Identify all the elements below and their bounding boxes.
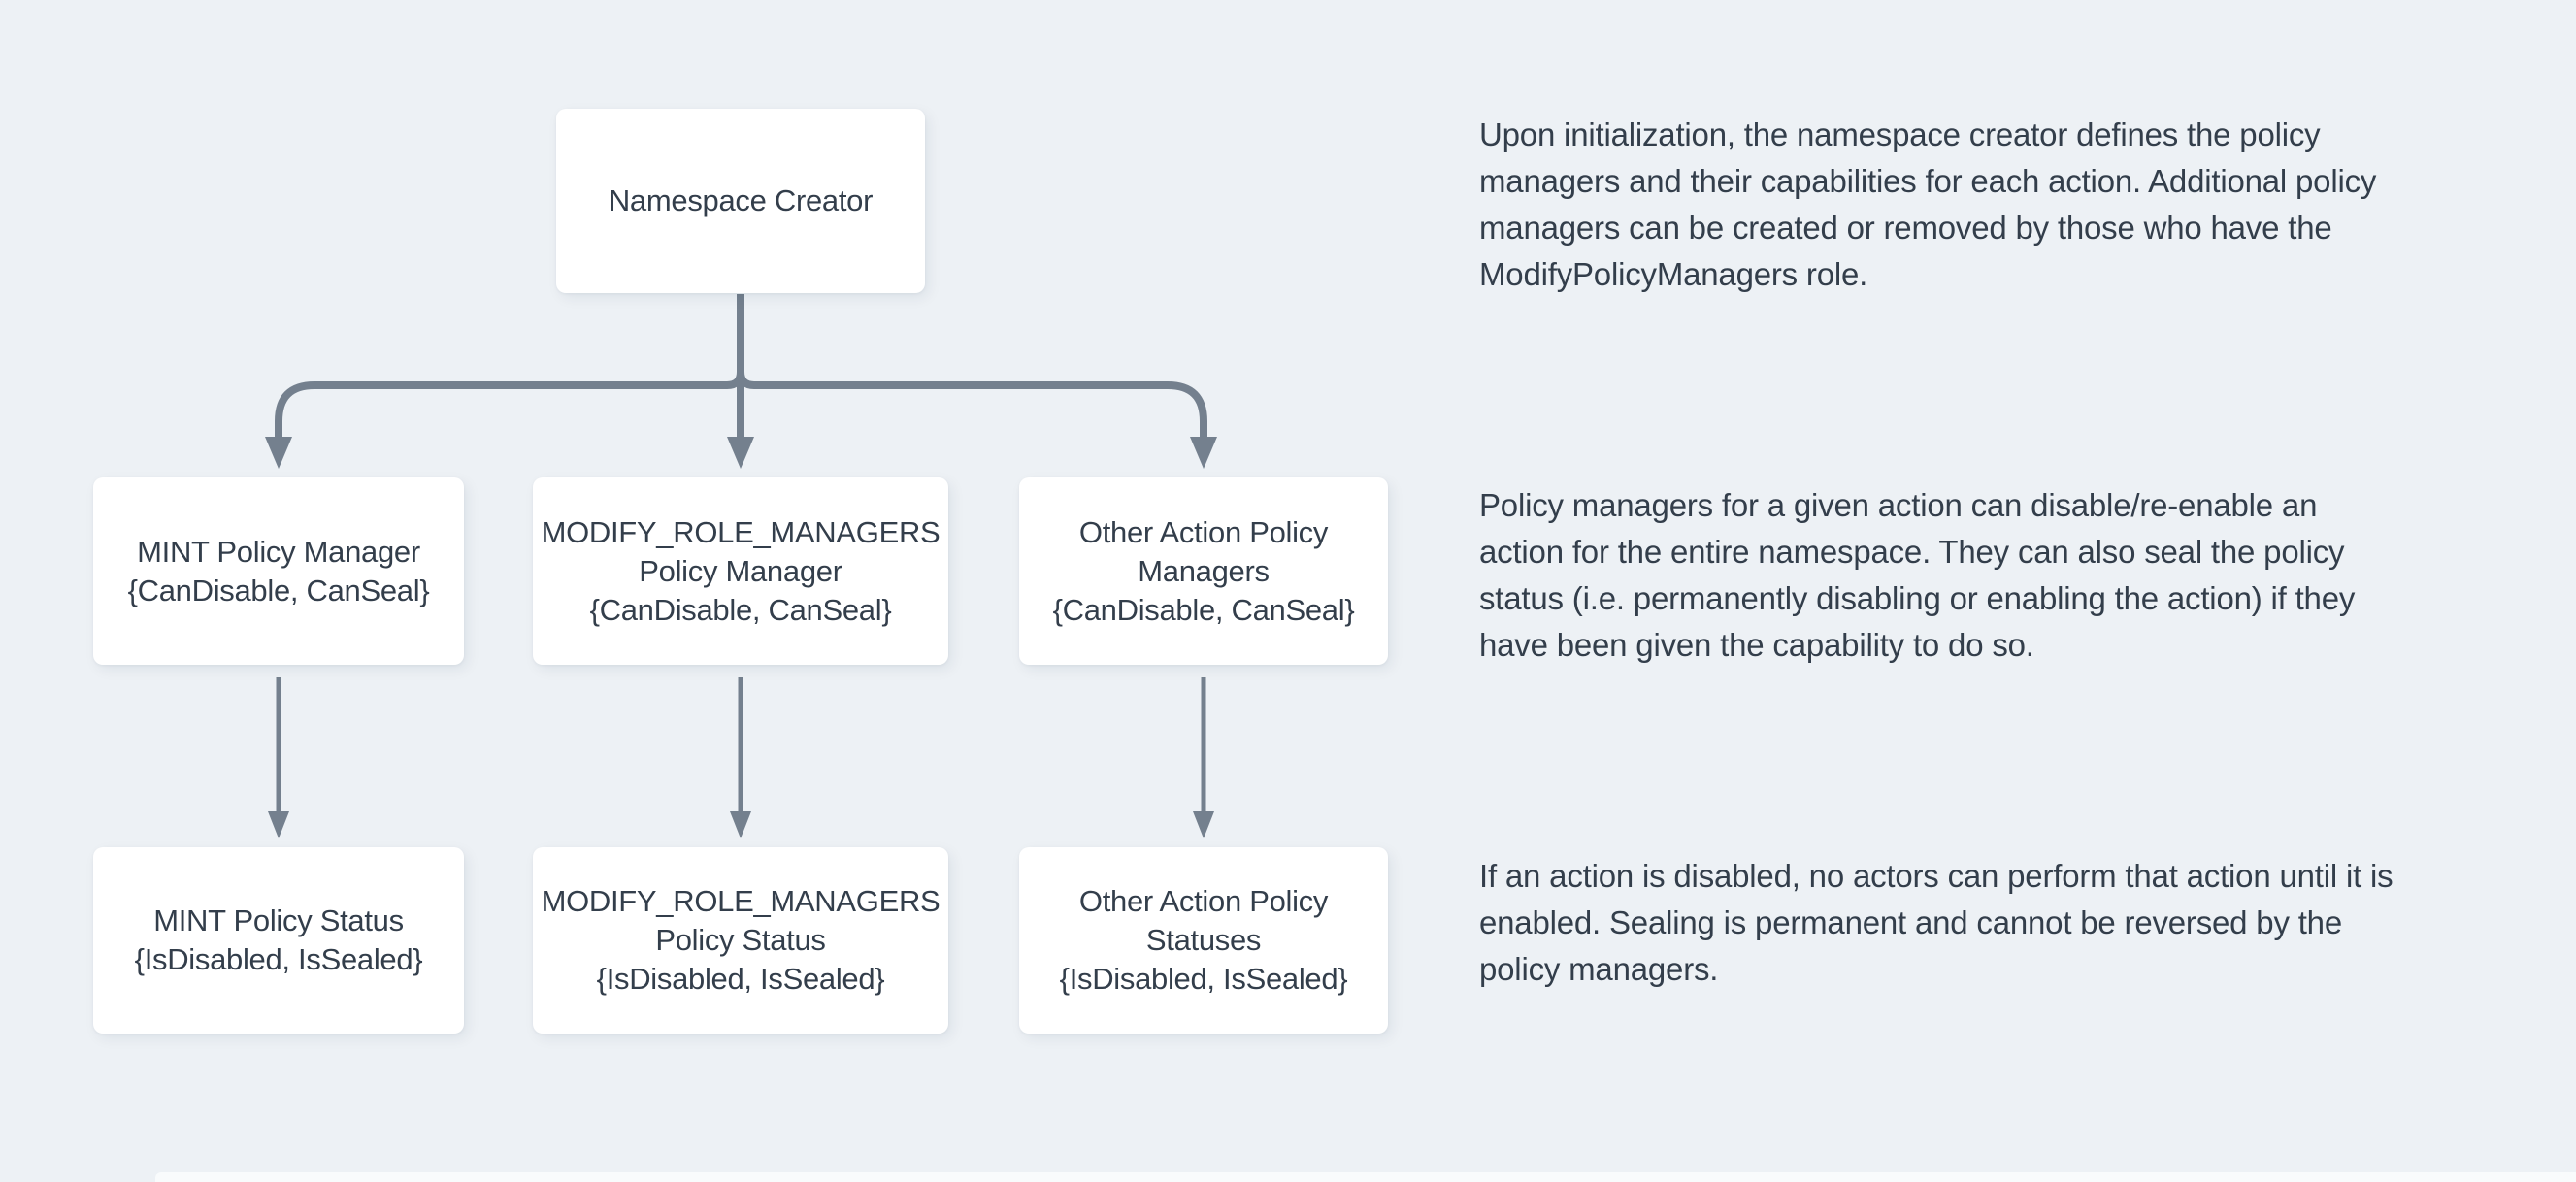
annotation-initialization: Upon initialization, the namespace creat… [1479,116,2377,292]
manager-to-status-arrows [268,677,1214,838]
node-modify-role-managers-policy-manager-label: MODIFY_ROLE_MANAGERS Policy Manager {Can… [541,514,941,627]
annotation-disable-seal: Policy managers for a given action can d… [1479,487,2356,663]
branch-left-line [275,294,744,439]
annotation-disabled-effects: If an action is disabled, no actors can … [1479,858,2394,987]
node-other-action-policy-statuses-label: Other Action Policy Statuses {IsDisabled… [1059,884,1348,996]
root-branch-connector [265,294,1217,469]
node-mint-policy-manager-label: MINT Policy Manager {CanDisable, CanSeal… [127,534,430,607]
node-mint-policy-manager: MINT Policy Manager {CanDisable, CanSeal… [93,477,464,665]
arrowhead-to-modify-role-status [730,811,751,838]
node-mint-policy-status: MINT Policy Status {IsDisabled, IsSealed… [93,847,464,1034]
arrowhead-to-mint-status [268,811,289,838]
node-modify-role-managers-policy-status-label: MODIFY_ROLE_MANAGERS Policy Status {IsDi… [541,884,941,996]
node-other-action-policy-managers: Other Action Policy Managers {CanDisable… [1019,477,1388,665]
node-other-action-policy-managers-label: Other Action Policy Managers {CanDisable… [1052,514,1355,627]
arrowhead-to-modify-role-manager [727,437,754,469]
arrowhead-to-other-status [1193,811,1214,838]
node-other-action-policy-statuses: Other Action Policy Statuses {IsDisabled… [1019,847,1388,1034]
node-namespace-creator: Namespace Creator [556,109,925,293]
arrowhead-to-mint-manager [265,437,292,469]
arrowhead-to-other-manager [1190,437,1217,469]
node-namespace-creator-label: Namespace Creator [608,183,874,217]
bottom-page-edge [155,1172,2576,1182]
node-mint-policy-status-label: MINT Policy Status {IsDisabled, IsSealed… [134,903,423,976]
node-modify-role-managers-policy-manager: MODIFY_ROLE_MANAGERS Policy Manager {Can… [533,477,948,665]
node-modify-role-managers-policy-status: MODIFY_ROLE_MANAGERS Policy Status {IsDi… [533,847,948,1034]
branch-right-line [737,294,1207,439]
